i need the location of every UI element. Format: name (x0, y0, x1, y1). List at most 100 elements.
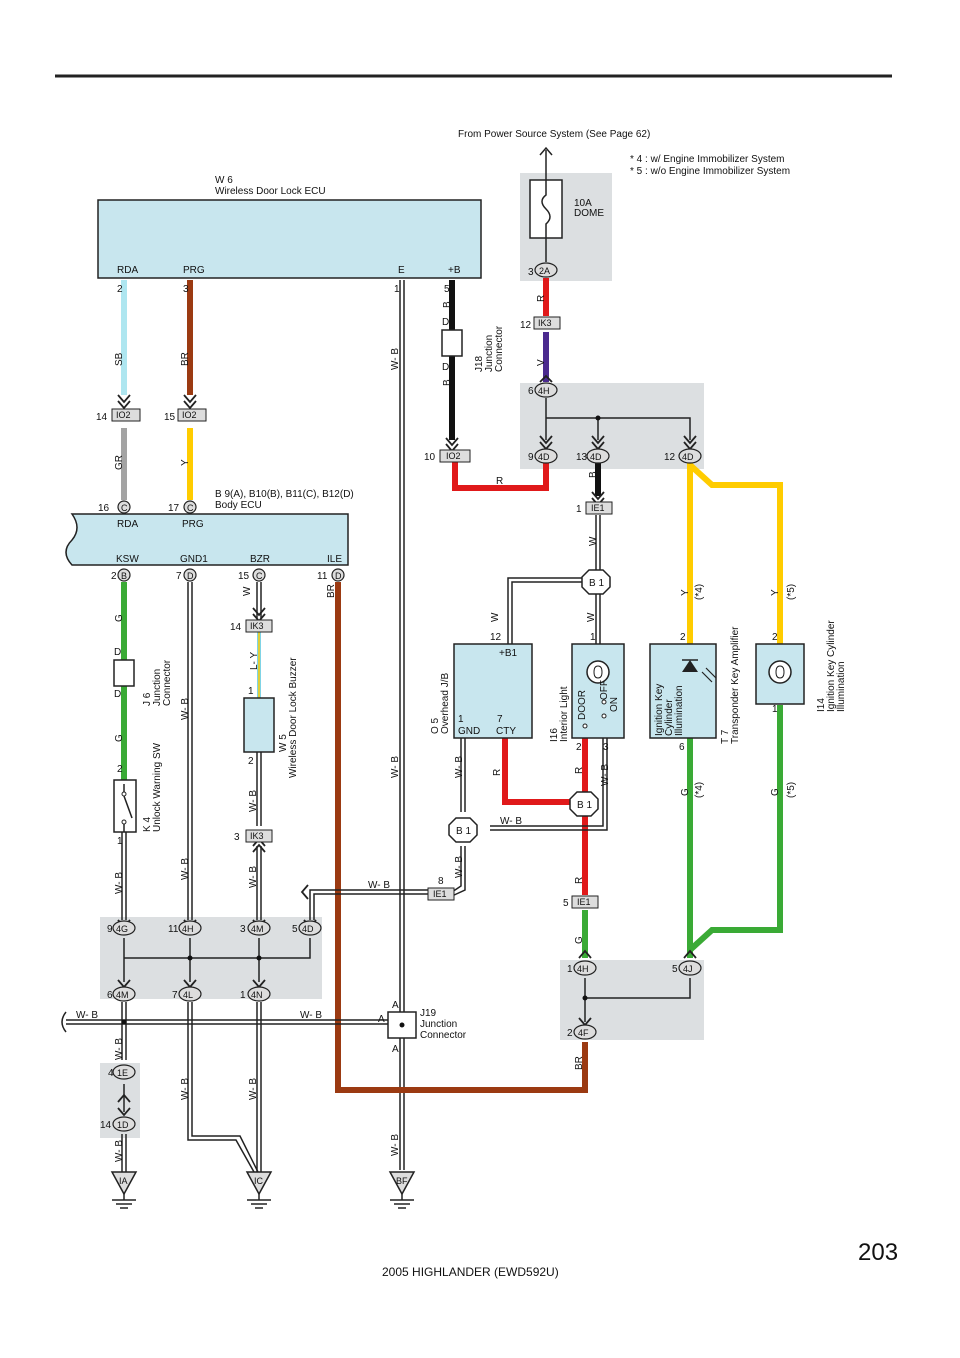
svg-text:15: 15 (164, 412, 176, 423)
svg-text:W- B: W- B (390, 1134, 401, 1156)
wires (61, 278, 783, 1173)
svg-text:V: V (536, 359, 547, 366)
j6-name1: Junction (152, 669, 163, 706)
svg-text:R: R (496, 476, 503, 487)
svg-text:IO2: IO2 (182, 410, 197, 420)
svg-text:B: B (121, 571, 127, 581)
svg-text:Cylinder: Cylinder (664, 699, 675, 736)
svg-text:R: R (574, 877, 585, 884)
footnote-4: * 4 : w/ Engine Immobilizer System (630, 154, 785, 165)
svg-text:2: 2 (117, 284, 123, 295)
svg-text:A: A (392, 1000, 399, 1011)
fuse-rating: 10A (574, 198, 592, 209)
i16-code: I16 (549, 728, 560, 742)
svg-text:GND: GND (458, 726, 480, 737)
svg-text:B: B (588, 471, 599, 478)
svg-text:+B1: +B1 (499, 648, 518, 659)
svg-text:2: 2 (576, 742, 582, 753)
svg-text:7: 7 (497, 714, 503, 725)
svg-text:14: 14 (100, 1120, 112, 1131)
svg-text:W- B: W- B (454, 756, 465, 778)
svg-text:6: 6 (679, 742, 685, 753)
w6-pin-rda: RDA (117, 265, 138, 276)
j19-name2: Connector (420, 1030, 467, 1041)
svg-text:5: 5 (444, 284, 450, 295)
svg-text:1E: 1E (117, 1068, 128, 1078)
b9-pin-bzr: BZR (250, 554, 270, 565)
svg-text:W: W (242, 586, 253, 596)
svg-text:W- B: W- B (300, 1010, 322, 1021)
svg-text:G: G (114, 734, 125, 742)
svg-text:W- B: W- B (114, 872, 125, 894)
svg-text:5: 5 (563, 898, 569, 909)
svg-text:W- B: W- B (390, 756, 401, 778)
svg-text:2: 2 (117, 764, 123, 775)
svg-text:1: 1 (576, 504, 582, 515)
svg-text:1: 1 (567, 964, 573, 975)
svg-text:C: C (121, 503, 128, 513)
b9-pin-gnd1: GND1 (180, 554, 208, 565)
svg-text:4D: 4D (302, 924, 314, 934)
svg-text:Ignition Key: Ignition Key (654, 684, 665, 736)
w6-pin-prg: PRG (183, 265, 205, 276)
svg-text:4H: 4H (538, 386, 550, 396)
svg-text:W- B: W- B (76, 1010, 98, 1021)
svg-text:4F: 4F (578, 1028, 589, 1038)
source-note: From Power Source System (See Page 62) (458, 129, 650, 140)
b9-name: Body ECU (215, 500, 262, 511)
svg-text:BR: BR (326, 584, 337, 598)
svg-text:11: 11 (168, 924, 179, 935)
svg-text:1: 1 (240, 990, 246, 1001)
svg-text:(*4): (*4) (694, 584, 705, 600)
svg-text:IO2: IO2 (446, 451, 461, 461)
svg-text:BR: BR (574, 1056, 585, 1070)
svg-text:Y: Y (770, 589, 781, 596)
ground-ia: IA (119, 1176, 128, 1186)
svg-text:3: 3 (528, 267, 534, 278)
svg-text:CTY: CTY (496, 726, 516, 737)
o5-name: Overhead J/B (440, 673, 451, 734)
grounds: IA IC BF (110, 1171, 416, 1209)
fuse-name: DOME (574, 208, 604, 219)
i14-illumination: I14 Ignition Key Cylinder Illumination (755, 620, 847, 712)
svg-text:ON: ON (609, 697, 620, 712)
t7-transponder: Ignition Key Cylinder Illumination T 7 T… (649, 626, 741, 744)
connector-tags: IO2 IO2 IO2 IK3 IE1 IK3 IK3 IE1 IE1 (111, 316, 613, 909)
svg-text:W- B: W- B (390, 348, 401, 370)
svg-text:A: A (378, 1014, 385, 1025)
svg-text:B 1: B 1 (589, 578, 604, 589)
svg-text:4M: 4M (251, 924, 264, 934)
svg-text:4G: 4G (116, 924, 128, 934)
b9-pin-ksw: KSW (116, 554, 139, 565)
svg-text:Illumination: Illumination (674, 685, 685, 736)
svg-text:D: D (187, 571, 194, 581)
i14-name2: Illumination (836, 661, 847, 712)
svg-text:IK3: IK3 (250, 621, 264, 631)
w6-name: Wireless Door Lock ECU (215, 186, 326, 197)
svg-text:W: W (490, 612, 501, 622)
footnote-5: * 5 : w/o Engine Immobilizer System (630, 166, 790, 177)
svg-text:15: 15 (238, 571, 250, 582)
svg-text:W- B: W- B (600, 764, 611, 786)
svg-text:11: 11 (317, 571, 328, 582)
svg-text:2: 2 (567, 1028, 573, 1039)
svg-text:2A: 2A (539, 266, 550, 276)
svg-text:9: 9 (107, 924, 113, 935)
doc-title: 2005 HIGHLANDER (EWD592U) (382, 1265, 559, 1279)
svg-text:G: G (114, 614, 125, 622)
svg-text:5: 5 (672, 964, 678, 975)
svg-text:D: D (114, 647, 121, 658)
b9-pin-prg: PRG (182, 519, 204, 530)
svg-text:DOOR: DOOR (577, 690, 588, 720)
svg-text:IE1: IE1 (591, 503, 605, 513)
i14-name1: Ignition Key Cylinder (826, 620, 837, 712)
svg-text:4H: 4H (577, 964, 589, 974)
j6-code: J 6 (142, 692, 153, 706)
w6-pin-e: E (398, 265, 405, 276)
svg-text:(*5): (*5) (786, 584, 797, 600)
j18-code: J18 (474, 355, 485, 372)
ground-ic: IC (254, 1176, 264, 1186)
j19-connector: A A A J19 Junction Connector (378, 1000, 467, 1055)
o5-code: O 5 (430, 717, 441, 734)
svg-text:6: 6 (528, 386, 534, 397)
